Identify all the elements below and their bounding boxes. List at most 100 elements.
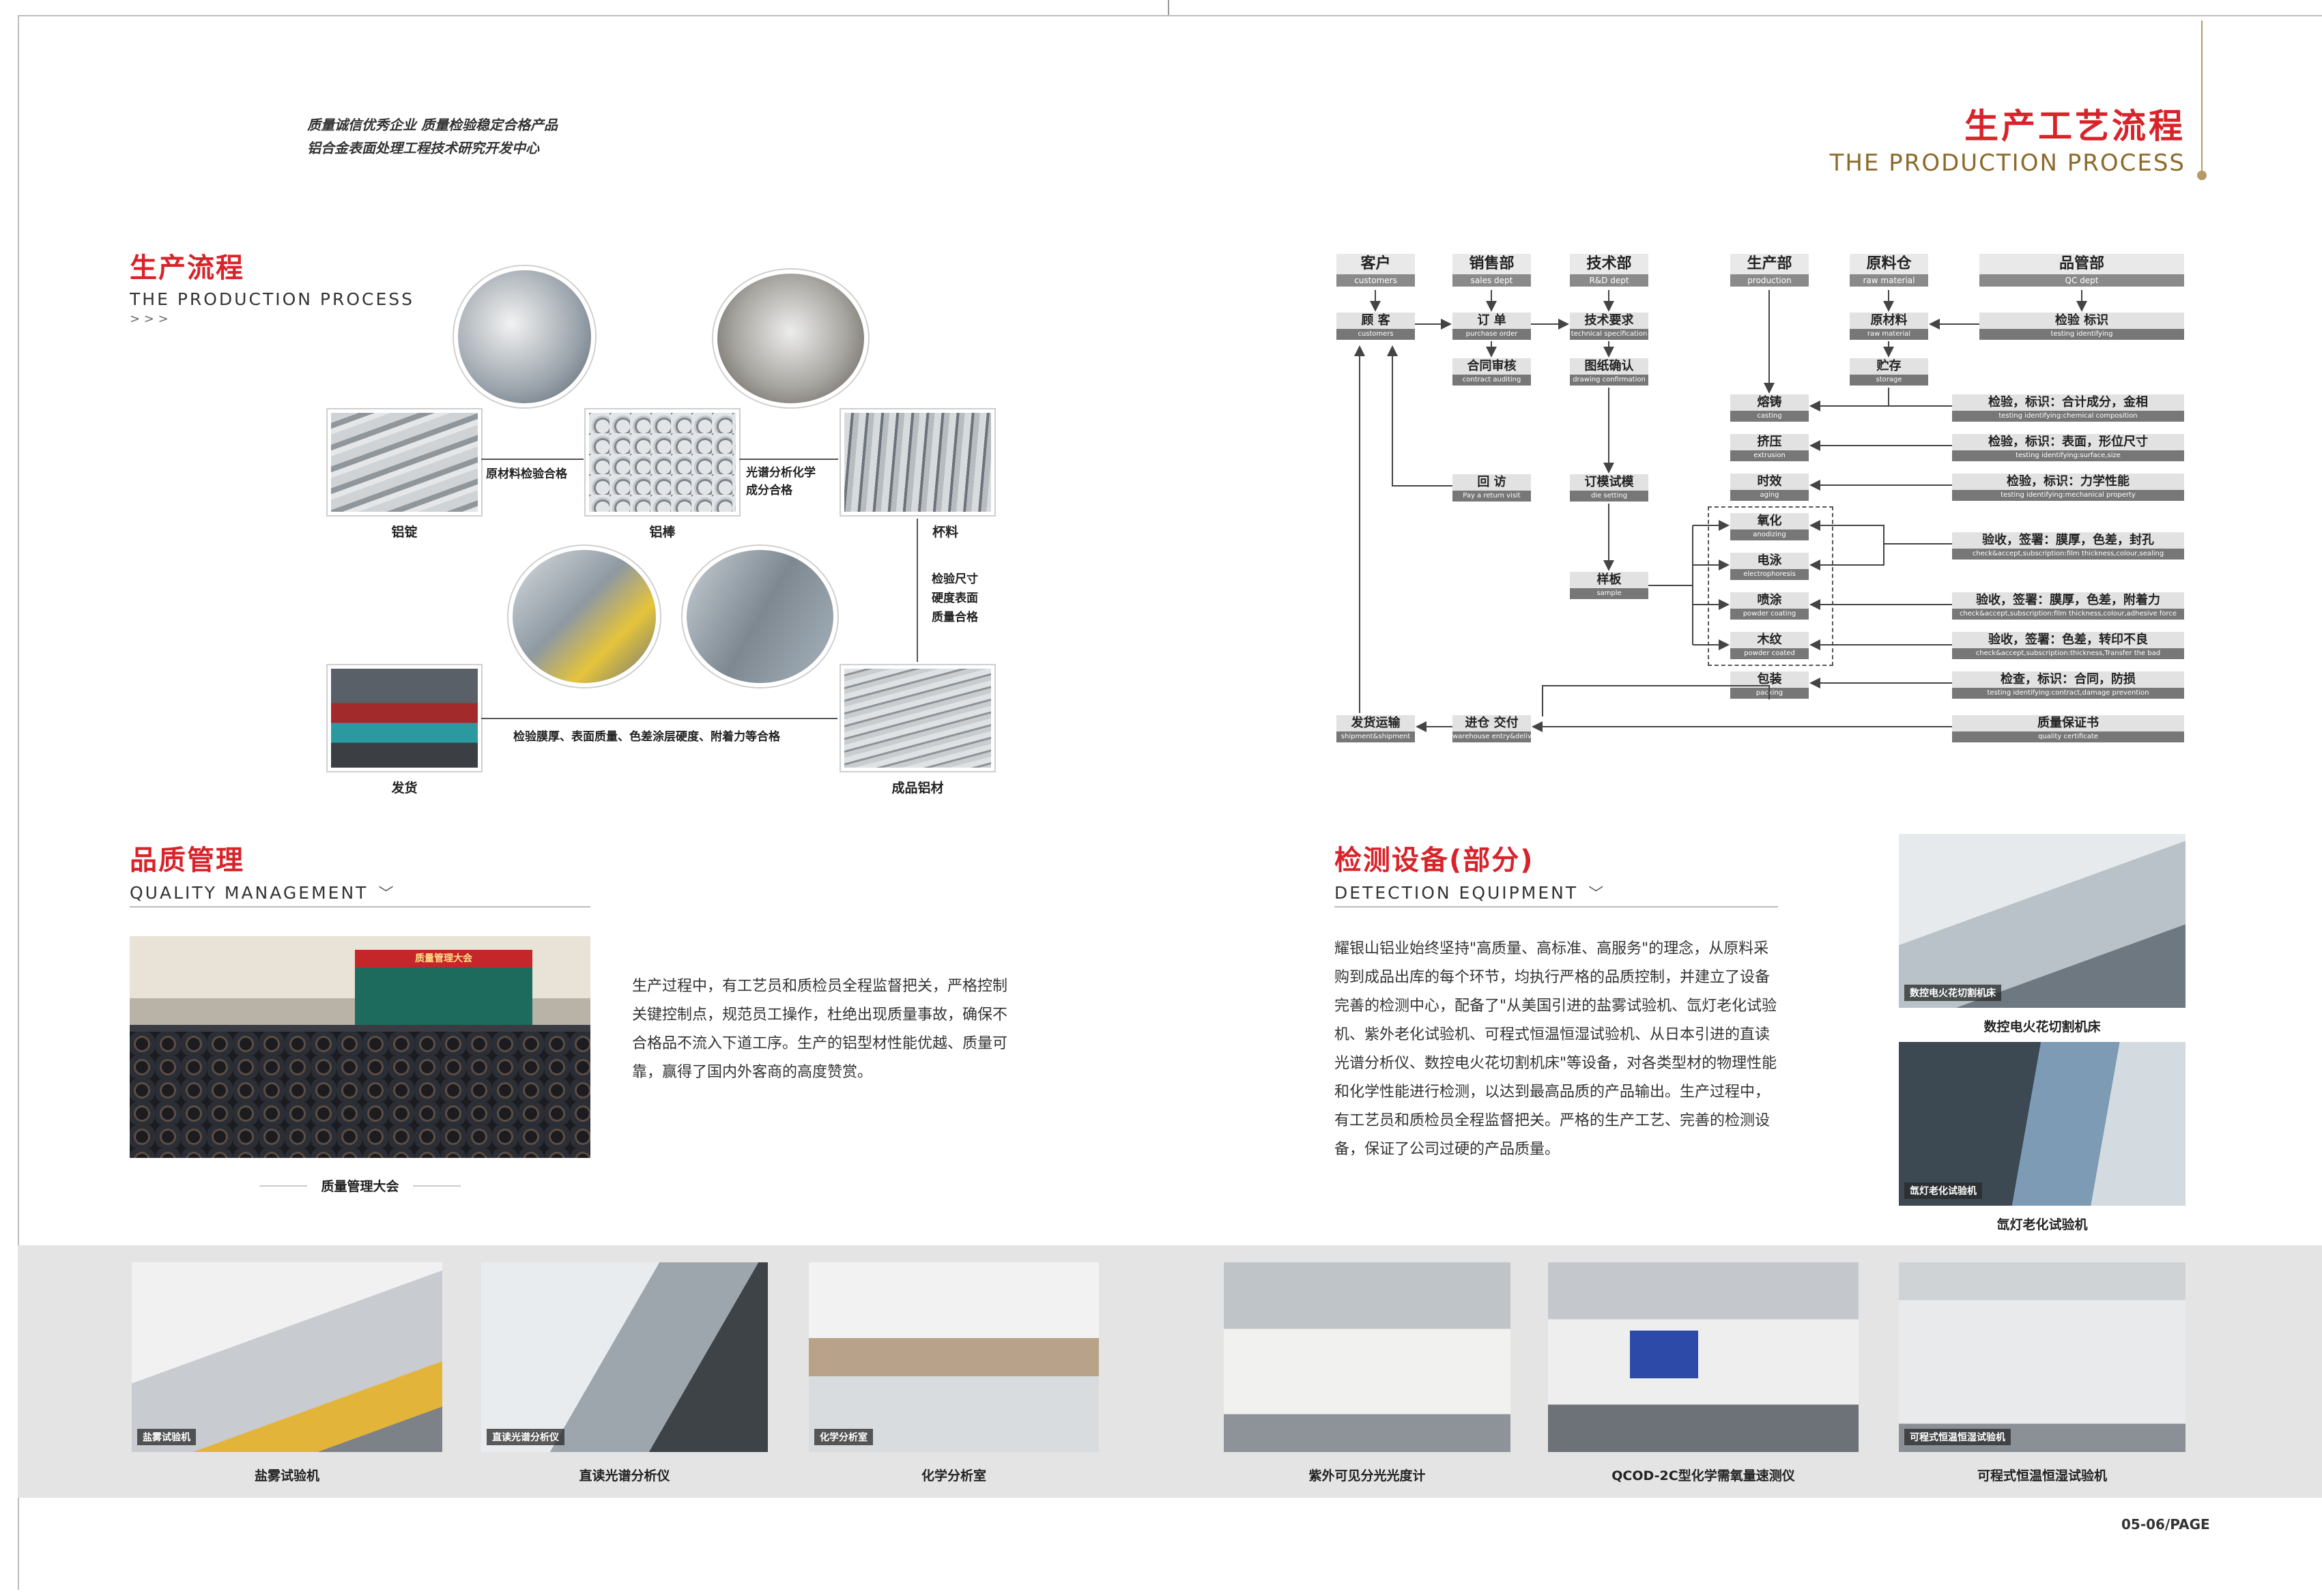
- caption-spectrometer: 直读光谱分析仪: [579, 1468, 670, 1483]
- node-sample-en: sample: [1570, 588, 1648, 599]
- page-header-cn: 生产工艺流程: [1964, 106, 2185, 146]
- edm-machine-tag: 数控电火花切割机床: [1904, 985, 2001, 1001]
- equipment-photo-chem-lab: 化学分析室: [809, 1262, 1099, 1452]
- node-casting-cn: 熔铸: [1757, 395, 1782, 409]
- node-powder: 喷涂 powder coating: [1730, 592, 1809, 620]
- check-anodizing-en: check&accept,subscription:film thickness…: [1952, 549, 2184, 560]
- dept-customers-en: customers: [1336, 274, 1415, 287]
- aluminum-ingot-photo: [328, 409, 481, 515]
- node-qc-id-en: testing identifying: [1979, 329, 2184, 340]
- check-extrusion-en: testing identifying:surface,size: [1952, 450, 2184, 461]
- node-contract-cn: 合同审核: [1467, 359, 1517, 373]
- node-electro-cn: 电泳: [1757, 553, 1782, 568]
- shipping-photo: [328, 665, 481, 771]
- label-final-check: 检验膜厚、表面质量、色差涂层硬度、附着力等合格: [513, 730, 780, 744]
- dept-raw-material-en: raw material: [1850, 274, 1928, 287]
- quality-photo-caption: 质量管理大会: [321, 1179, 399, 1194]
- node-return-cn: 回 访: [1477, 475, 1506, 489]
- node-anodizing-cn: 氧化: [1757, 514, 1782, 528]
- quality-photo-caption-line-right: [413, 1185, 461, 1187]
- node-shipment-cn: 发货运输: [1351, 716, 1401, 730]
- caption-cod: QCOD-2C型化学需氧量速测仪: [1611, 1468, 1795, 1483]
- check-packing-cn: 检查，标识：合同，防损: [2001, 672, 2136, 686]
- check-wood-en: check&accept,subscription:thickness,Tran…: [1952, 648, 2184, 659]
- header-rule: [2201, 20, 2203, 174]
- fold-mark: [1168, 0, 1169, 15]
- check-casting-cn: 检验，标识：合计成分，金相: [1988, 395, 2148, 409]
- billet-stock-photo: [841, 409, 994, 515]
- node-casting-en: casting: [1730, 411, 1809, 422]
- finished-profile-photo: [841, 665, 994, 771]
- lab-circle-photo-2: [713, 270, 868, 407]
- node-drawing-cn: 图纸确认: [1584, 359, 1634, 373]
- node-sample-cn: 样板: [1596, 572, 1622, 587]
- caption-salt-spray: 盐雾试验机: [254, 1468, 319, 1483]
- detection-title-cn: 检测设备(部分): [1334, 845, 1534, 876]
- dept-qc-en: QC dept: [1979, 274, 2184, 287]
- equipment-photo-cod: [1548, 1262, 1859, 1452]
- node-drawing-en: drawing confirmation: [1570, 375, 1648, 386]
- xenon-aging-photo: 氙灯老化试验机: [1899, 1042, 2185, 1206]
- label-raw-check: 原材料检验合格: [486, 467, 567, 481]
- node-electro-en: electrophoresis: [1730, 569, 1809, 580]
- caption-finished: 成品铝材: [891, 781, 944, 796]
- node-packing-cn: 包装: [1757, 672, 1782, 686]
- node-powder-cn: 喷涂: [1757, 593, 1782, 607]
- slogan-line-2: 铝合金表面处理工程技术研究开发中心: [307, 140, 539, 156]
- dept-production-en: production: [1730, 274, 1809, 287]
- meeting-audience: [130, 1032, 590, 1158]
- tag-spectrometer: 直读光谱分析仪: [487, 1429, 564, 1445]
- check-aging-en: testing identifying:mechanical property: [1952, 490, 2184, 501]
- arrow-finished-shipping: [481, 718, 837, 719]
- spread-border: [18, 15, 2322, 1590]
- production-title: 生产流程 THE PRODUCTION PROCESS > > >: [130, 246, 414, 326]
- workshop-circle-photo-1: [508, 546, 660, 687]
- detection-rule: [1334, 906, 1778, 908]
- check-aging-cn: 检验，标识：力学性能: [2007, 474, 2130, 489]
- node-raw-cn: 原材料: [1870, 313, 1908, 328]
- check-anodizing-cn: 验收，签署：膜厚，色差，封孔: [1982, 533, 2154, 547]
- node-drawing: 图纸确认 drawing confirmation: [1570, 358, 1648, 386]
- node-wood-en: powder coated: [1730, 648, 1809, 659]
- xenon-aging-tag: 氙灯老化试验机: [1904, 1183, 1982, 1199]
- node-customer-en: customers: [1336, 329, 1415, 340]
- production-chevrons: > > >: [130, 312, 169, 326]
- node-storage-cn: 贮存: [1876, 359, 1902, 373]
- tag-chem-lab: 化学分析室: [814, 1429, 873, 1445]
- node-die-en: die setting: [1570, 491, 1648, 502]
- node-die-cn: 订模试模: [1584, 475, 1634, 489]
- label-dimension: 检验尺寸 硬度表面 质量合格: [932, 570, 978, 627]
- node-storage-en: storage: [1850, 375, 1928, 386]
- check-certificate-en: quality certificate: [1952, 731, 2184, 742]
- node-contract-en: contract auditing: [1452, 375, 1531, 386]
- caption-rod: 铝棒: [649, 525, 676, 540]
- node-warehouse-cn: 进仓 交付: [1465, 716, 1519, 730]
- node-qc-id-cn: 检验 标识: [2054, 313, 2109, 328]
- node-tech-en: technical specification: [1570, 329, 1648, 340]
- node-powder-en: powder coating: [1730, 609, 1809, 620]
- header-dot: [2197, 171, 2207, 180]
- arrow-stock-down: [917, 519, 918, 662]
- caption-uv-vis: 紫外可见分光光度计: [1308, 1468, 1426, 1483]
- node-warehouse-en: warehouse entry&delivery: [1452, 731, 1531, 742]
- node-return: 回 访 Pay a return visit: [1452, 474, 1531, 502]
- equipment-photo-spectrometer: 直读光谱分析仪: [481, 1262, 768, 1452]
- node-return-en: Pay a return visit: [1452, 491, 1531, 502]
- dept-customers-cn: 客户: [1360, 255, 1391, 272]
- quality-paragraph: 生产过程中，有工艺员和质检员全程监督把关，严格控制关键控制点，规范员工操作，杜绝…: [632, 978, 1008, 1081]
- meeting-banner: 质量管理大会: [355, 950, 532, 968]
- node-tech-cn: 技术要求: [1584, 313, 1634, 328]
- label-spectro-line-2: 成分合格: [746, 484, 792, 497]
